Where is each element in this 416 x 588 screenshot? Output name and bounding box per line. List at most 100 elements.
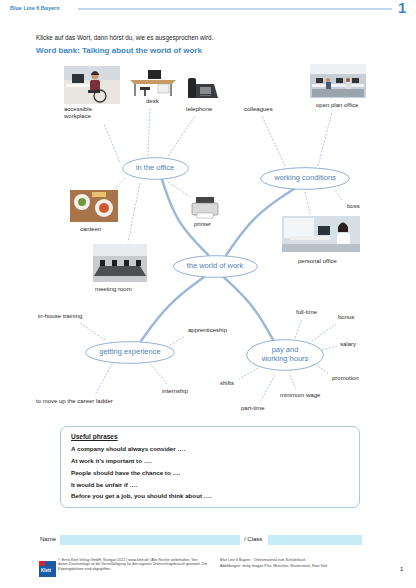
branch-ellipse: getting experience (85, 341, 175, 364)
worksheet-title: Word bank: Talking about the world of wo… (36, 46, 202, 55)
field-label: Name (40, 536, 56, 543)
branch-text: working conditions (274, 174, 336, 183)
open-plan-photo (312, 89, 364, 97)
desk-icon (144, 90, 146, 96)
publication-note: Blue Line 6 Bayern · Onlinematerial zum … (220, 558, 390, 562)
meeting-room-photo (94, 266, 146, 276)
leader-line (168, 116, 195, 156)
ellipse-outline (261, 167, 350, 189)
desk-icon (130, 70, 176, 96)
word-label: full-time (296, 309, 317, 316)
leader-line (260, 375, 275, 402)
publisher-logo (39, 561, 56, 577)
word-label: telephone (186, 106, 212, 113)
desk-icon (148, 70, 161, 79)
word-label: canteen (80, 226, 101, 233)
desk-icon (140, 87, 150, 90)
leader-line (305, 192, 310, 214)
branch-text: in the office (136, 164, 174, 173)
canteen-photo (70, 190, 118, 222)
open-plan-photo (316, 78, 323, 83)
personal-office-photo (318, 226, 330, 235)
telephone-icon (200, 87, 211, 94)
leader-line (115, 178, 125, 189)
meeting-room-photo (93, 244, 147, 282)
publisher-logo (39, 561, 56, 577)
desk-icon (134, 84, 136, 96)
meeting-room-photo (93, 244, 147, 256)
personal-office-photo (290, 236, 330, 240)
printer-icon (196, 197, 214, 203)
office-photo (64, 66, 120, 104)
word-label: bonus (338, 314, 354, 321)
personal-office-photo (284, 218, 314, 238)
open-plan-photo (346, 78, 350, 82)
word-label: colleagues (244, 106, 273, 113)
personal-office-photo (282, 216, 360, 252)
printer-icon (192, 197, 218, 218)
leader-line (290, 375, 296, 389)
header-rule (78, 9, 392, 10)
phrase-line: It would be unfair if …. (71, 481, 349, 488)
branch-text: pay and working hours (260, 346, 310, 363)
branch-ellipse: working conditions (260, 167, 350, 190)
telephone-icon (200, 95, 211, 96)
office-photo (64, 66, 120, 104)
word-label: salary (340, 341, 356, 348)
write-in-field (268, 535, 362, 545)
leader-line (312, 324, 336, 341)
office-photo (72, 74, 84, 83)
phrase-line: At work it’s important to …. (71, 457, 349, 464)
meeting-room-photo (112, 260, 117, 266)
instruction: Klicke auf das Wort, dann hörst du, wie … (36, 34, 213, 41)
ellipse-outline (173, 255, 257, 277)
open-plan-photo (326, 78, 330, 82)
office-photo (91, 71, 99, 75)
leader-line (80, 323, 105, 340)
branch-text: the world of work (187, 262, 244, 271)
copyright-note: © Ernst Klett Verlag GmbH, Stuttgart 202… (58, 558, 208, 571)
branch-ellipse: in the office (122, 157, 189, 180)
word-label: open plan office (316, 102, 358, 109)
word-label: accessible workplace (64, 106, 108, 120)
centre-ellipse: the world of work (173, 255, 258, 278)
word-label: shifts (220, 380, 234, 387)
word-label: minimum wage (280, 392, 320, 399)
leader-line (318, 366, 329, 374)
branch-line (162, 179, 208, 254)
word-label: part-time (241, 405, 265, 412)
word-label: printer (194, 221, 211, 228)
leader-line (168, 182, 191, 197)
branch-line (226, 189, 293, 255)
branch-line (224, 277, 273, 340)
printer-icon (197, 213, 213, 218)
leader-line (318, 112, 332, 166)
personal-office-photo (282, 216, 360, 252)
leader-line (295, 319, 302, 338)
phrase-box: Useful phrasesA company should always co… (60, 426, 360, 508)
canteen-photo (70, 190, 118, 222)
phrase-line: Before you get a job, you should think a… (71, 492, 349, 499)
leader-line (150, 364, 168, 385)
open-plan-photo (326, 82, 331, 89)
leader-line (104, 124, 120, 162)
phrase-line: A company should always consider …. (71, 445, 349, 452)
personal-office-photo (282, 244, 360, 252)
word-label: personal office (298, 258, 337, 265)
open-plan-photo (336, 78, 343, 83)
canteen-photo (74, 194, 90, 210)
telephone-icon (188, 78, 218, 98)
open-plan-photo (346, 82, 351, 89)
phrase-line: People should have the chance to …. (71, 469, 349, 476)
word-label: to move up the career ladder (36, 398, 113, 405)
leader-line (148, 108, 150, 156)
meeting-room-photo (136, 260, 141, 266)
office-photo (94, 90, 106, 102)
word-label: boss (347, 203, 360, 210)
leader-line (322, 346, 337, 350)
meeting-room-photo (100, 260, 105, 266)
canteen-photo (99, 203, 109, 213)
desk-icon (158, 84, 169, 93)
branch-ellipse: pay and working hours (246, 339, 324, 371)
meeting-room-photo (93, 244, 147, 282)
